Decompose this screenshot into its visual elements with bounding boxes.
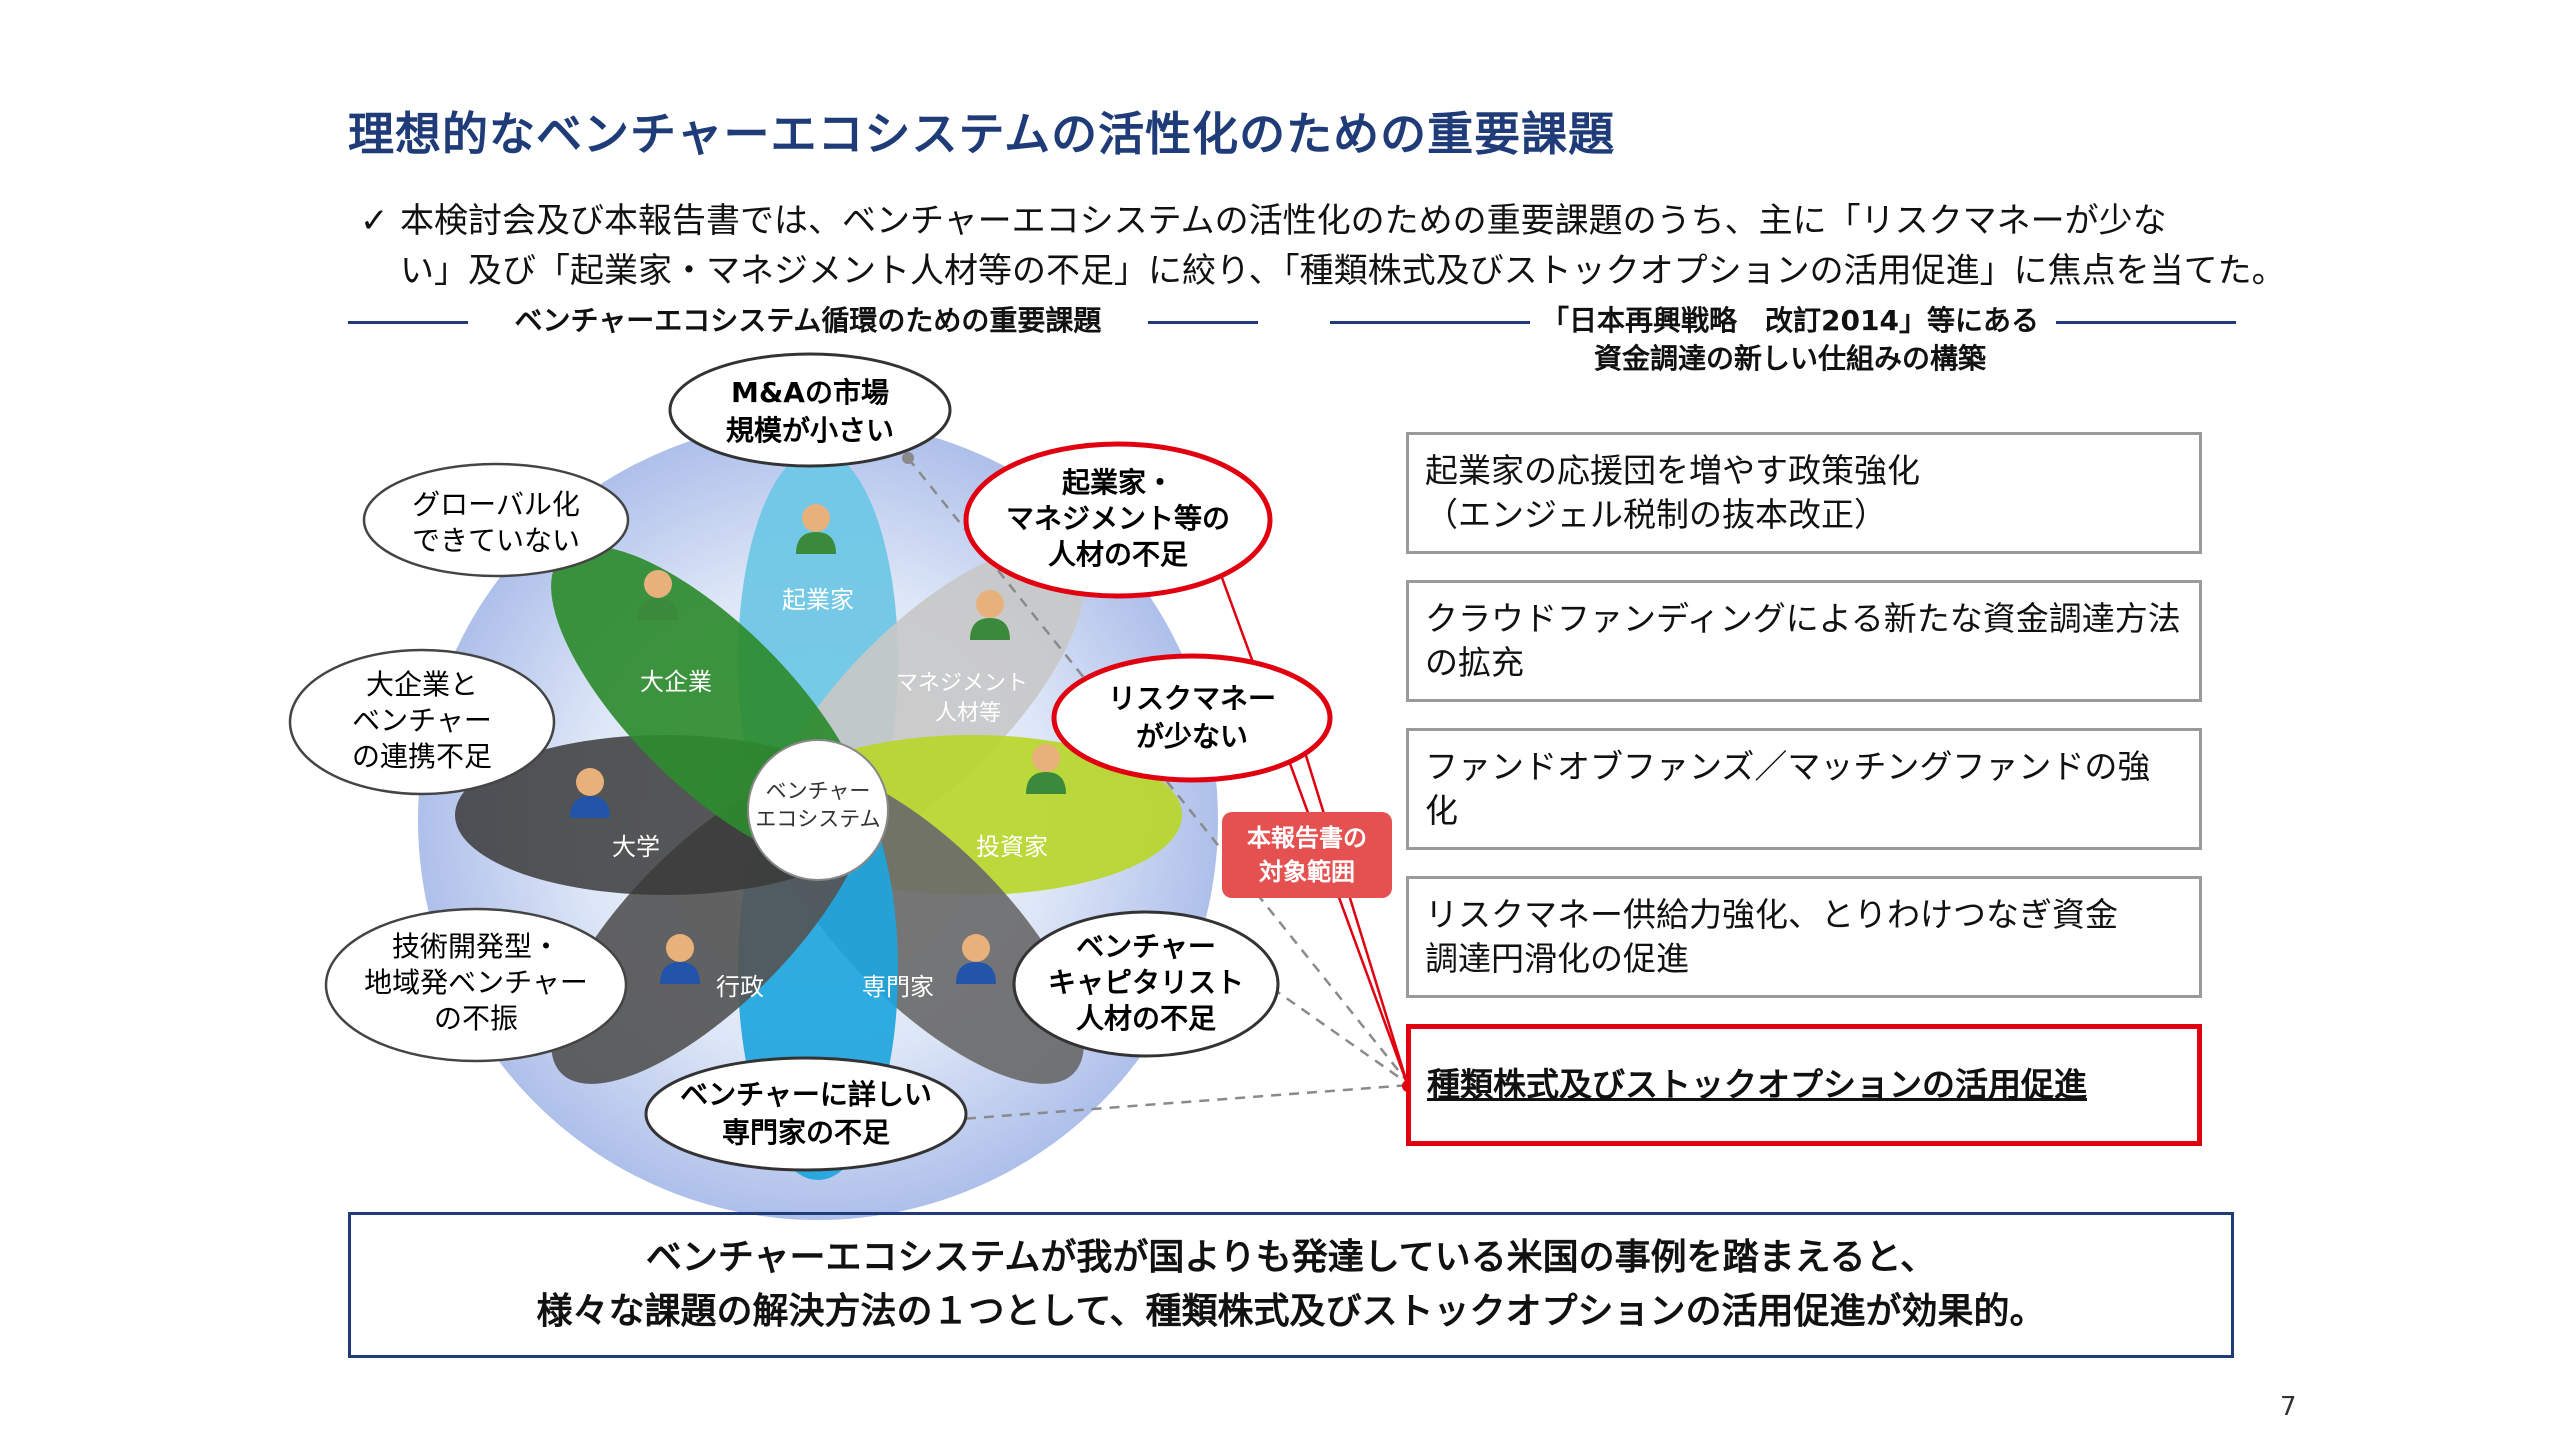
connector-risk <box>1293 719 1410 1087</box>
person-icon <box>660 934 700 984</box>
person-icon <box>638 570 678 620</box>
cloud-daikigyo-line-1: 大企業と <box>366 668 478 701</box>
page-title: 理想的なベンチャーエコシステムの活性化のための重要課題 <box>348 107 1616 161</box>
cloud-global-line-1: グローバル化 <box>412 488 580 521</box>
connector-expert <box>947 1083 1411 1122</box>
scope-label-2: 対象範囲 <box>1259 858 1355 886</box>
person-icon <box>970 590 1010 640</box>
cloud-risk-line-1: リスクマネー <box>1108 682 1276 715</box>
person-icons <box>570 504 1066 984</box>
cloud-ma: M&Aの市場 規模が小さい <box>668 352 952 468</box>
conclusion-box: ベンチャーエコシステムが我が国よりも発達している米国の事例を踏まえると、 様々な… <box>348 1212 2234 1358</box>
cloud-gijutsu-line-2: 地域発ベンチャー <box>364 966 588 999</box>
petal-label-toshika: 投資家 <box>976 833 1048 861</box>
scope-label-1: 本報告書の <box>1247 824 1367 852</box>
cloud-kigyoka-line-1: 起業家・ <box>1062 466 1174 499</box>
right-heading-rule-left <box>1330 321 1530 324</box>
measure-1-line-1: 起業家の応援団を増やす政策強化 <box>1425 451 1920 490</box>
cloud-vc-line-3: 人材の不足 <box>1076 1002 1216 1035</box>
petal-label-daikigyo: 大企業 <box>640 668 712 696</box>
cloud-ma-line-1: M&Aの市場 <box>731 376 889 409</box>
cloud-gijutsu-line-3: の不振 <box>434 1002 518 1035</box>
person-icon <box>1026 744 1066 794</box>
cloud-daikigyo-line-2: ベンチャー <box>352 704 492 737</box>
petal-label-kigyoka: 起業家 <box>782 586 854 614</box>
cloud-expert-line-1: ベンチャーに詳しい <box>680 1078 932 1111</box>
measure-4-line-1: リスクマネー供給力強化、とりわけつなぎ資金 <box>1425 895 2118 934</box>
cloud-vc-line-2: キャピタリスト <box>1048 966 1244 999</box>
center-label-1: ベンチャー <box>766 779 871 803</box>
cloud-daikigyo-line-3: の連携不足 <box>352 740 492 773</box>
petal-label-gyosei: 行政 <box>716 973 764 1001</box>
measure-3-line-1: ファンドオブファンズ／マッチングファンドの強化 <box>1425 747 2151 830</box>
left-heading-rule-right <box>1148 321 1258 324</box>
person-icon <box>796 504 836 554</box>
right-heading-rule-right <box>2056 321 2236 324</box>
person-icon <box>956 934 996 984</box>
measure-4-line-2: 調達円滑化の促進 <box>1425 939 1689 978</box>
cloud-vc: ベンチャー キャピタリスト 人材の不足 <box>1012 910 1280 1058</box>
cloud-ma-line-2: 規模が小さい <box>726 414 894 447</box>
left-heading-rule-left <box>348 321 468 324</box>
measure-2-line-1: クラウドファンディングによる新たな資金調達方法 <box>1425 599 2181 638</box>
petal-label-daigaku: 大学 <box>612 833 660 861</box>
center-label-2: エコシステム <box>755 807 880 831</box>
right-heading-line-2: 資金調達の新しい仕組みの構築 <box>1593 342 1986 375</box>
right-heading-line-1: 「日本再興戦略 改訂2014」等にある <box>1541 304 2039 337</box>
person-icon <box>570 768 610 818</box>
cloud-kigyoka-line-2: マネジメント等の <box>1006 502 1230 535</box>
cloud-expert: ベンチャーに詳しい 専門家の不足 <box>644 1056 968 1172</box>
cloud-risk-line-2: が少ない <box>1136 720 1248 753</box>
cloud-daikigyo: 大企業と ベンチャー の連携不足 <box>288 648 556 796</box>
conclusion-line-2: 様々な課題の解決方法の１つとして、種類株式及びストックオプションの活用促進が効果… <box>536 1291 2046 1332</box>
cloud-gijutsu: 技術開発型・ 地域発ベンチャー の不振 <box>324 907 628 1063</box>
cloud-global-line-2: できていない <box>412 524 580 557</box>
measure-box: ファンドオブファンズ／マッチングファンドの強化 <box>1406 728 2202 850</box>
measure-box: 起業家の応援団を増やす政策強化 （エンジェル税制の抜本改正） <box>1406 432 2202 554</box>
conclusion-line-1: ベンチャーエコシステムが我が国よりも発達している米国の事例を踏まえると、 <box>645 1237 1937 1278</box>
center-circle <box>747 739 889 881</box>
petal-label-management-1: マネジメント <box>896 671 1028 696</box>
connector-start-ma <box>902 452 914 464</box>
measure-box: クラウドファンディングによる新たな資金調達方法 の拡充 <box>1406 580 2202 702</box>
cloud-global: グローバル化 できていない <box>362 462 630 578</box>
left-section-heading: ベンチャーエコシステム循環のための重要課題 <box>514 304 1102 337</box>
cloud-expert-line-2: 専門家の不足 <box>722 1116 890 1149</box>
cloud-gijutsu-line-1: 技術開発型・ <box>392 930 560 963</box>
right-section-heading: 「日本再興戦略 改訂2014」等にある 資金調達の新しい仕組みの構築 <box>1540 302 2040 378</box>
cloud-vc-line-1: ベンチャー <box>1076 930 1216 963</box>
measure-1-line-2: （エンジェル税制の抜本改正） <box>1425 495 1887 534</box>
page-number: 7 <box>2280 1392 2297 1422</box>
intro-line-1: 本検討会及び本報告書では、ベンチャーエコシステムの活性化のための重要課題のうち、… <box>400 201 2167 241</box>
measure-5-line-1: 種類株式及びストックオプションの活用促進 <box>1427 1065 2087 1104</box>
scope-label-box <box>1222 812 1392 898</box>
cloud-kigyoka: 起業家・ マネジメント等の 人材の不足 <box>963 441 1273 599</box>
measure-2-line-2: の拡充 <box>1425 643 1524 682</box>
cloud-kigyoka-line-3: 人材の不足 <box>1048 538 1188 571</box>
measure-box-highlighted: 種類株式及びストックオプションの活用促進 <box>1406 1024 2202 1146</box>
measure-box: リスクマネー供給力強化、とりわけつなぎ資金 調達円滑化の促進 <box>1406 876 2202 998</box>
cloud-risk: リスクマネー が少ない <box>1051 653 1333 783</box>
check-icon: ✓ <box>360 201 389 241</box>
petal-label-senmonka: 専門家 <box>862 973 934 1001</box>
petal-label-management-2: 人材等 <box>935 701 1001 726</box>
intro-line-2: い」及び「起業家・マネジメント人材等の不足」に絞り、「種類株式及びストックオプシ… <box>400 251 2286 291</box>
